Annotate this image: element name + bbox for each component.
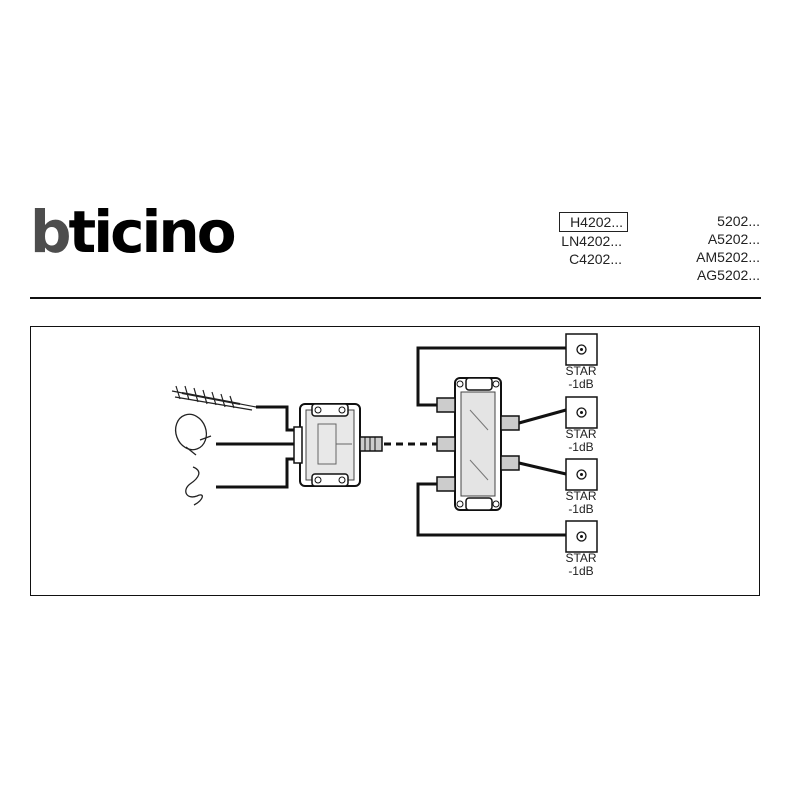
outlet-attenuation: -1dB [568, 502, 594, 516]
outlet-label: STAR -1dB [556, 428, 606, 454]
outlet-label: STAR -1dB [556, 552, 606, 578]
splitter-module [436, 377, 520, 511]
product-code-highlighted: H4202... [559, 212, 628, 232]
outlet-attenuation: -1dB [568, 440, 594, 454]
product-code: 5202... [717, 213, 760, 229]
outlet-socket-icon [565, 520, 598, 553]
outlet-socket-icon [565, 396, 598, 429]
bticino-logo: bticino [30, 203, 237, 261]
outlet-label: STAR -1dB [556, 490, 606, 516]
logo-letter-b: b [30, 198, 71, 266]
input-wires [216, 405, 300, 489]
satellite-dish-icon [174, 413, 212, 456]
outlet-attenuation: -1dB [568, 564, 594, 578]
product-code: AM5202... [696, 249, 760, 265]
outlet-socket-icon [565, 458, 598, 491]
product-code: C4202... [569, 251, 622, 267]
outlet-socket-icon [565, 333, 598, 366]
product-code: A5202... [707, 231, 760, 247]
product-codes-left: H4202... LN4202... C4202... [540, 212, 628, 268]
outlet-attenuation: -1dB [568, 377, 594, 391]
aerial-icon [185, 466, 203, 506]
terrestrial-antenna-icon [171, 385, 257, 411]
logo-text: ticino [68, 198, 237, 266]
outlet-type: STAR [565, 364, 597, 378]
product-codes-right: 5202... A5202... AM5202... AG5202... [670, 212, 760, 284]
product-code: AG5202... [696, 267, 760, 283]
outlet-type: STAR [565, 551, 597, 565]
header-divider [30, 297, 761, 299]
outlet-type: STAR [565, 489, 597, 503]
product-code: LN4202... [561, 233, 622, 249]
combiner-module [293, 403, 383, 487]
outlet-label: STAR -1dB [556, 365, 606, 391]
outlet-type: STAR [565, 427, 597, 441]
diagram-frame [30, 326, 760, 596]
output-wires [416, 346, 567, 537]
